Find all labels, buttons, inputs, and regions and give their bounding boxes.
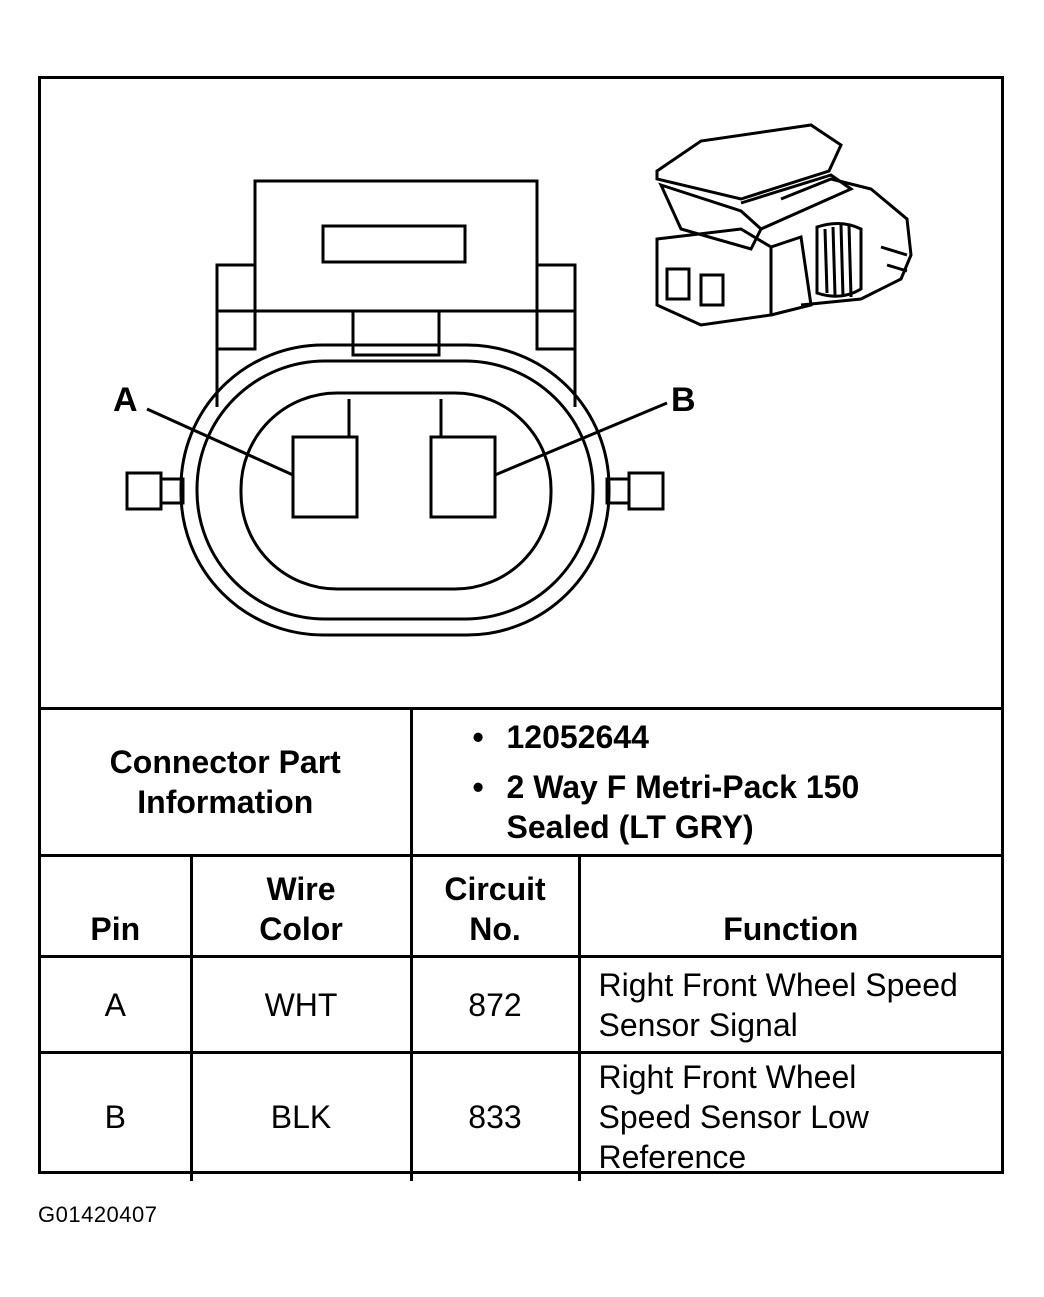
left-ear: [215, 263, 257, 351]
connector-info-table: Connector Part Information 12052644 2 Wa…: [41, 707, 1001, 1181]
latch-window: [321, 224, 467, 264]
left-side-tab: [125, 471, 163, 511]
terminal-a: [291, 435, 359, 519]
inner-cavity: [239, 391, 553, 591]
row-b-wire-color: BLK: [189, 1051, 413, 1181]
connector-3d-illustration: [655, 123, 913, 327]
part-description: 2 Way F Metri-Pack 150 Sealed (LT GRY): [473, 767, 927, 847]
header-function: Function: [577, 854, 1001, 958]
row-a-function: Right Front Wheel Speed Sensor Signal: [577, 955, 1001, 1054]
key-tab: [351, 309, 441, 357]
connector-figure: A B Connector Part Information 12052644 …: [38, 76, 1004, 1181]
connector-diagram: A B: [41, 79, 1001, 707]
table-row: B BLK 833 Right Front Wheel Speed Sensor…: [41, 1051, 1001, 1181]
header-wire-color: Wire Color: [189, 854, 413, 958]
figure-code: G01420407: [38, 1202, 158, 1227]
header-circuit-no: Circuit No.: [409, 854, 581, 958]
terminal-b: [429, 435, 497, 519]
right-side-tab: [627, 471, 665, 511]
row-a-pin: A: [41, 955, 193, 1054]
table-row: A WHT 872 Right Front Wheel Speed Sensor…: [41, 955, 1001, 1054]
header-pin: Pin: [41, 854, 193, 958]
leader-line-b: [494, 401, 668, 477]
connector-face-drawing: [125, 123, 913, 637]
part-info-label: Connector Part Information: [41, 707, 413, 857]
middle-seal: [195, 359, 595, 621]
row-a-circuit: 872: [409, 955, 581, 1054]
left-side-tab-inner: [159, 477, 185, 505]
pin-a-label: A: [113, 381, 138, 419]
row-b-function: Right Front Wheel Speed Sensor Low Refer…: [577, 1051, 1001, 1181]
row-b-circuit: 833: [409, 1051, 581, 1181]
right-ear: [535, 263, 577, 351]
part-info-values: 12052644 2 Way F Metri-Pack 150 Sealed (…: [409, 707, 1002, 857]
right-side-tab-inner: [605, 477, 631, 505]
table-header-row: Pin Wire Color Circuit No. Function: [41, 854, 1001, 958]
part-number: 12052644: [473, 717, 1002, 757]
pin-b-label: B: [671, 381, 696, 419]
latch-housing: [253, 179, 539, 313]
leader-line-a: [146, 407, 294, 477]
outer-seal: [179, 343, 611, 637]
row-b-pin: B: [41, 1051, 193, 1181]
part-info-row: Connector Part Information 12052644 2 Wa…: [41, 707, 1002, 857]
row-a-wire-color: WHT: [189, 955, 413, 1054]
